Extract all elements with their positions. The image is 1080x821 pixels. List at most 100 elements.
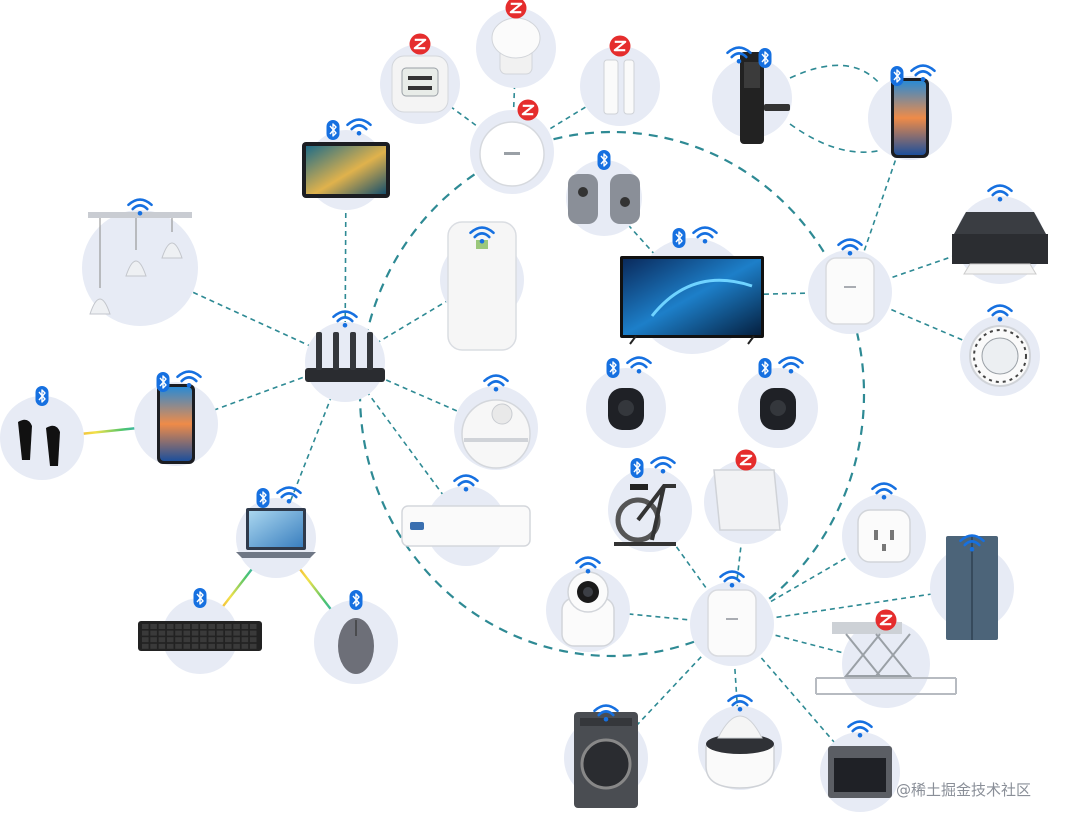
wifi-icon [453,474,479,492]
wifi-icon [692,226,718,244]
zigbee-icon [517,99,539,121]
bluetooth-icon [193,588,207,608]
earbuds-icon [18,419,60,466]
mesh-router-icon [707,589,757,657]
wifi-icon [778,356,804,374]
wifi-icon [626,356,652,374]
zigbee-icon [409,33,431,55]
device-phone-right [868,64,952,160]
wifi-icon [727,694,753,712]
bluetooth-icon [349,590,363,610]
zigbee-icon [505,0,527,19]
device-light-switch [704,449,788,544]
steam-oven-icon [828,746,892,798]
zigbee-icon [875,609,897,631]
link-router-to-air-conditioner [344,361,467,527]
device-door-sensor [580,35,660,126]
device-motion-sensor [476,0,556,88]
wifi-icon [593,704,619,722]
device-smart-lock [712,46,792,144]
device-rice-cooker [698,694,782,790]
wifi-icon [176,370,202,388]
air-conditioner-icon [401,505,531,547]
bluetooth-icon [326,120,340,140]
bluetooth-icon [35,386,49,406]
security-camera-icon [561,571,615,647]
device-smart-plug [842,482,926,578]
device-phone-left [134,370,218,466]
device-printer [952,184,1048,284]
smart-door-lock-icon [740,52,790,144]
laptop-icon [236,508,316,558]
bluetooth-icon [758,48,772,68]
rice-cooker-icon [705,715,775,789]
device-robot-vacuum [454,374,538,470]
wifi-icon [346,118,372,136]
smart-speaker-icon [608,388,644,430]
bluetooth-icon [890,66,904,86]
light-switch-icon [713,469,781,531]
wifi-icon [276,486,302,504]
wifi-icon [650,456,676,474]
device-mesh-router-bottom [690,570,774,666]
device-bubble [0,396,84,480]
wifi-icon [483,374,509,392]
bluetooth-icon [630,458,644,478]
refrigerator-icon [946,536,998,640]
wifi-icon [469,226,495,244]
mouse-icon [338,618,374,674]
wifi-icon [987,184,1013,202]
wifi-icon [959,534,985,552]
device-zigbee-gateway [470,99,554,194]
wifi-icon [575,556,601,574]
device-air-purifier [440,221,524,351]
device-temp-sensor [380,33,460,124]
device-smart-tv [620,226,764,354]
smart-speaker-icon [760,388,796,430]
device-bubble [580,46,660,126]
device-earbuds [0,386,84,480]
bluetooth-icon [606,358,620,378]
wifi-icon [871,482,897,500]
wifi-icon [332,310,358,328]
wifi-icon [837,238,863,256]
device-washing-machine [564,704,648,808]
link-smart-lock-to-phone-right [789,123,883,153]
wifi-icon [127,198,153,216]
device-speaker-left [586,356,666,448]
bluetooth-icon [672,228,686,248]
link-smart-lock-to-phone-right [789,64,881,85]
device-air-conditioner [401,474,531,566]
device-router [305,310,385,402]
device-pendant-lamp [82,198,198,326]
zigbee-icon [735,449,757,471]
smartphone-icon [891,78,929,158]
robot-vacuum-icon [461,399,531,469]
exercise-bike-icon [614,484,676,546]
device-speaker-right [738,356,818,448]
watermark: @稀土掘金技术社区 [896,781,1031,799]
washing-machine-icon [574,712,638,808]
device-smart-knob [960,304,1040,396]
wifi-icon [987,304,1013,322]
wifi-icon [719,570,745,588]
temperature-humidity-sensor-icon [391,55,449,113]
device-game-controllers [566,150,642,236]
device-laptop [236,486,316,578]
door-sensor-icon [603,59,635,115]
keyboard-icon [138,621,262,651]
wifi-icon [726,46,752,64]
bluetooth-icon [156,372,170,392]
bluetooth-icon [758,358,772,378]
tablet-icon [302,142,390,198]
device-nodes [0,0,1048,812]
device-oven [820,720,900,812]
smartphone-icon [157,384,195,464]
zigbee-gateway-icon [479,121,545,187]
mesh-router-icon [825,257,875,325]
device-refrigerator [930,534,1014,640]
bluetooth-icon [597,150,611,170]
router-icon [305,332,385,382]
